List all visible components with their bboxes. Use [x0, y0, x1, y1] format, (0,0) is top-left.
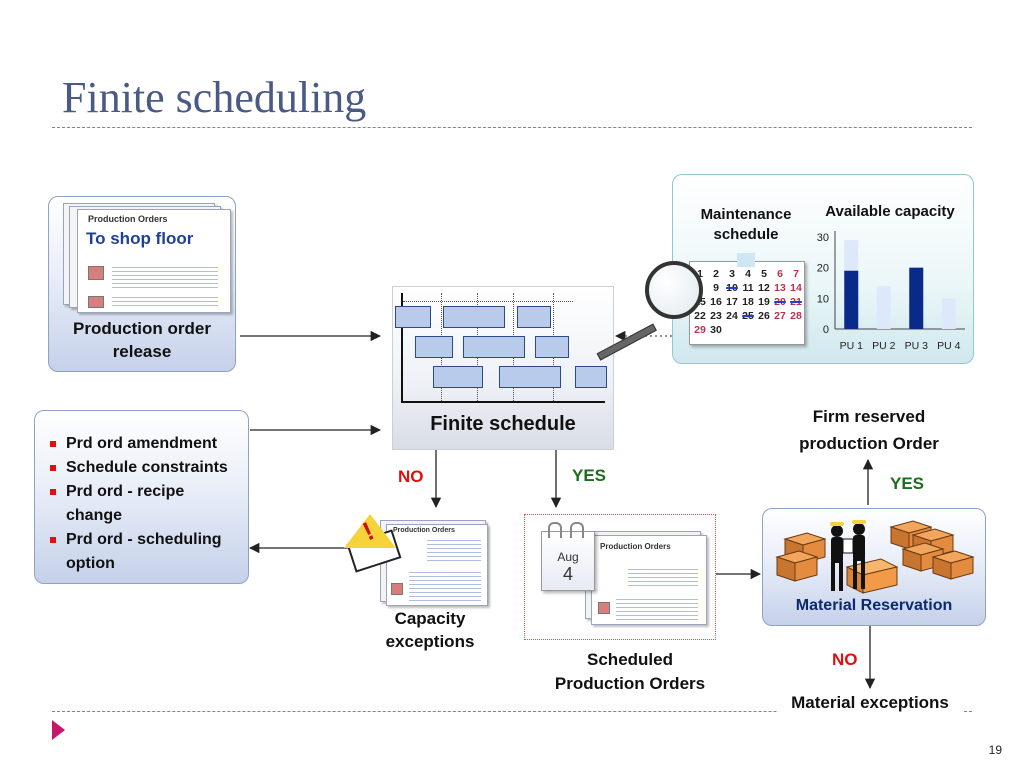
calendar-day-cell: 17	[726, 296, 738, 308]
gantt-bar	[499, 366, 561, 388]
magnifier-icon	[645, 261, 703, 319]
alert-envelope-icon: !	[344, 514, 402, 573]
calendar-day-cell: 13	[774, 282, 786, 294]
capacity-bar-available	[844, 270, 859, 329]
bullet-item: Prd ord amendment	[48, 432, 236, 456]
calendar-day-cell: 5	[761, 268, 767, 280]
capacity-panel: Maintenance schedule 1234567891011121314…	[596, 174, 974, 364]
calendar-day-cell: 11	[742, 282, 754, 294]
bullet-item: Prd ord - recipe change	[48, 480, 236, 528]
gantt-bar	[415, 336, 453, 358]
material-reservation-label: Material Reservation	[795, 597, 953, 614]
calendar-day-cell: 4	[745, 268, 751, 280]
finite-schedule-label: Finite schedule	[430, 413, 576, 435]
calendar-day-cell: 1	[697, 268, 703, 280]
gantt-y-axis	[401, 293, 403, 403]
doc-title: Production Orders	[600, 542, 671, 551]
calendar-day-cell: 14	[790, 282, 802, 294]
calendar-day-cell: 24	[726, 310, 738, 322]
calendar-day-cell: 22	[694, 310, 706, 322]
bullet-item: Prd ord - scheduling option	[48, 528, 236, 576]
calendar-day-cell: 6	[777, 268, 783, 280]
maintenance-calendar: 1234567891011121314151617181920212223242…	[689, 261, 805, 345]
calendar-day-cell: 3	[729, 268, 735, 280]
chart-category-label: PU 3	[905, 340, 929, 352]
capacity-bar-available	[909, 267, 924, 329]
calendar-day-cell: 12	[758, 282, 770, 294]
calendar-day-cell: 21	[790, 296, 802, 308]
capacity-bar-total	[876, 286, 891, 329]
calendar-day-cell: 29	[694, 324, 706, 336]
calendar-day-cell: 28	[790, 310, 802, 322]
capacity-exceptions-document: Production Orders	[386, 524, 488, 606]
gantt-bar	[463, 336, 525, 358]
scheduled-orders-frame: Production Orders Aug 4	[524, 514, 716, 640]
calendar-day-cell: 9	[713, 282, 719, 294]
calendar-day-cell: 7	[793, 268, 799, 280]
chart-y-tick-label: 30	[817, 232, 829, 244]
material-reservation-box: Material Reservation	[762, 508, 986, 626]
calendar-month: Aug	[557, 550, 579, 564]
scheduled-orders-label: Scheduled Production Orders	[554, 650, 706, 693]
maintenance-schedule-label: Maintenance schedule	[700, 206, 792, 243]
page-number: 19	[988, 743, 1002, 757]
chart-y-tick-label: 20	[817, 263, 829, 275]
gantt-bar	[535, 336, 569, 358]
yes-label-firm: YES	[890, 474, 925, 493]
calendar-day-cell: 26	[758, 310, 770, 322]
slide-title: Finite scheduling	[62, 73, 367, 122]
calendar-day-cell: 2	[713, 268, 719, 280]
to-shop-floor-stamp: To shop floor	[86, 229, 194, 249]
chart-category-label: PU 1	[840, 340, 864, 352]
production-release-box: Production Orders To shop floor Producti…	[48, 196, 236, 372]
gantt-x-axis	[401, 401, 605, 403]
production-orders-document: Production Orders	[77, 209, 231, 313]
yes-label-scheduled: YES	[572, 466, 607, 485]
scheduled-orders-document: Production Orders	[591, 535, 707, 625]
chart-title: Available capacity	[825, 203, 955, 220]
gantt-bar	[443, 306, 505, 328]
gantt-bar	[395, 306, 431, 328]
calendar-day-cell: 27	[774, 310, 786, 322]
scheduling-options-box	[34, 410, 249, 584]
firm-reserved-label: Firm reserved production Order	[799, 407, 939, 453]
chart-y-tick-label: 0	[823, 324, 829, 336]
calendar-day-cell: 30	[710, 324, 722, 336]
calendar-day-cell: 25	[742, 310, 754, 322]
slide-marker-icon	[52, 720, 65, 740]
gantt-bar	[433, 366, 483, 388]
production-release-label: Production order release	[73, 319, 211, 361]
top-divider	[52, 127, 972, 128]
calendar-day: 4	[562, 564, 573, 584]
chart-y-tick-label: 10	[817, 293, 829, 305]
warehouse-workers-icon	[775, 520, 975, 594]
finite-schedule-panel: Finite schedule	[392, 286, 614, 450]
no-label-material: NO	[832, 650, 858, 669]
chart-category-label: PU 4	[937, 340, 961, 352]
calendar-day-cell: 18	[742, 296, 754, 308]
available-capacity-chart: 0 10 20 30 PU 1 PU 2 PU 3 PU 4	[817, 231, 965, 352]
chart-category-label: PU 2	[872, 340, 896, 352]
capacity-exceptions-label: Capacity exceptions	[385, 609, 475, 651]
calendar-page-icon: Aug 4	[541, 522, 595, 591]
no-label-capacity: NO	[398, 467, 424, 486]
material-exceptions-label: Material exceptions	[778, 693, 962, 713]
calendar-day-cell: 16	[710, 296, 722, 308]
gantt-bar	[517, 306, 551, 328]
scheduling-options-list: Prd ord amendment Schedule constraints P…	[48, 432, 236, 576]
calendar-day-cell: 10	[726, 282, 738, 294]
calendar-day-cell: 20	[774, 296, 786, 308]
bottom-divider	[52, 711, 972, 712]
calendar-day-cell: 23	[710, 310, 722, 322]
capacity-bar-total	[941, 298, 956, 329]
bullet-item: Schedule constraints	[48, 456, 236, 480]
calendar-day-cell: 19	[758, 296, 770, 308]
doc-title: Production Orders	[393, 527, 455, 534]
doc-chart-icon	[88, 266, 104, 280]
gantt-bar	[575, 366, 607, 388]
doc-title: Production Orders	[88, 214, 168, 224]
